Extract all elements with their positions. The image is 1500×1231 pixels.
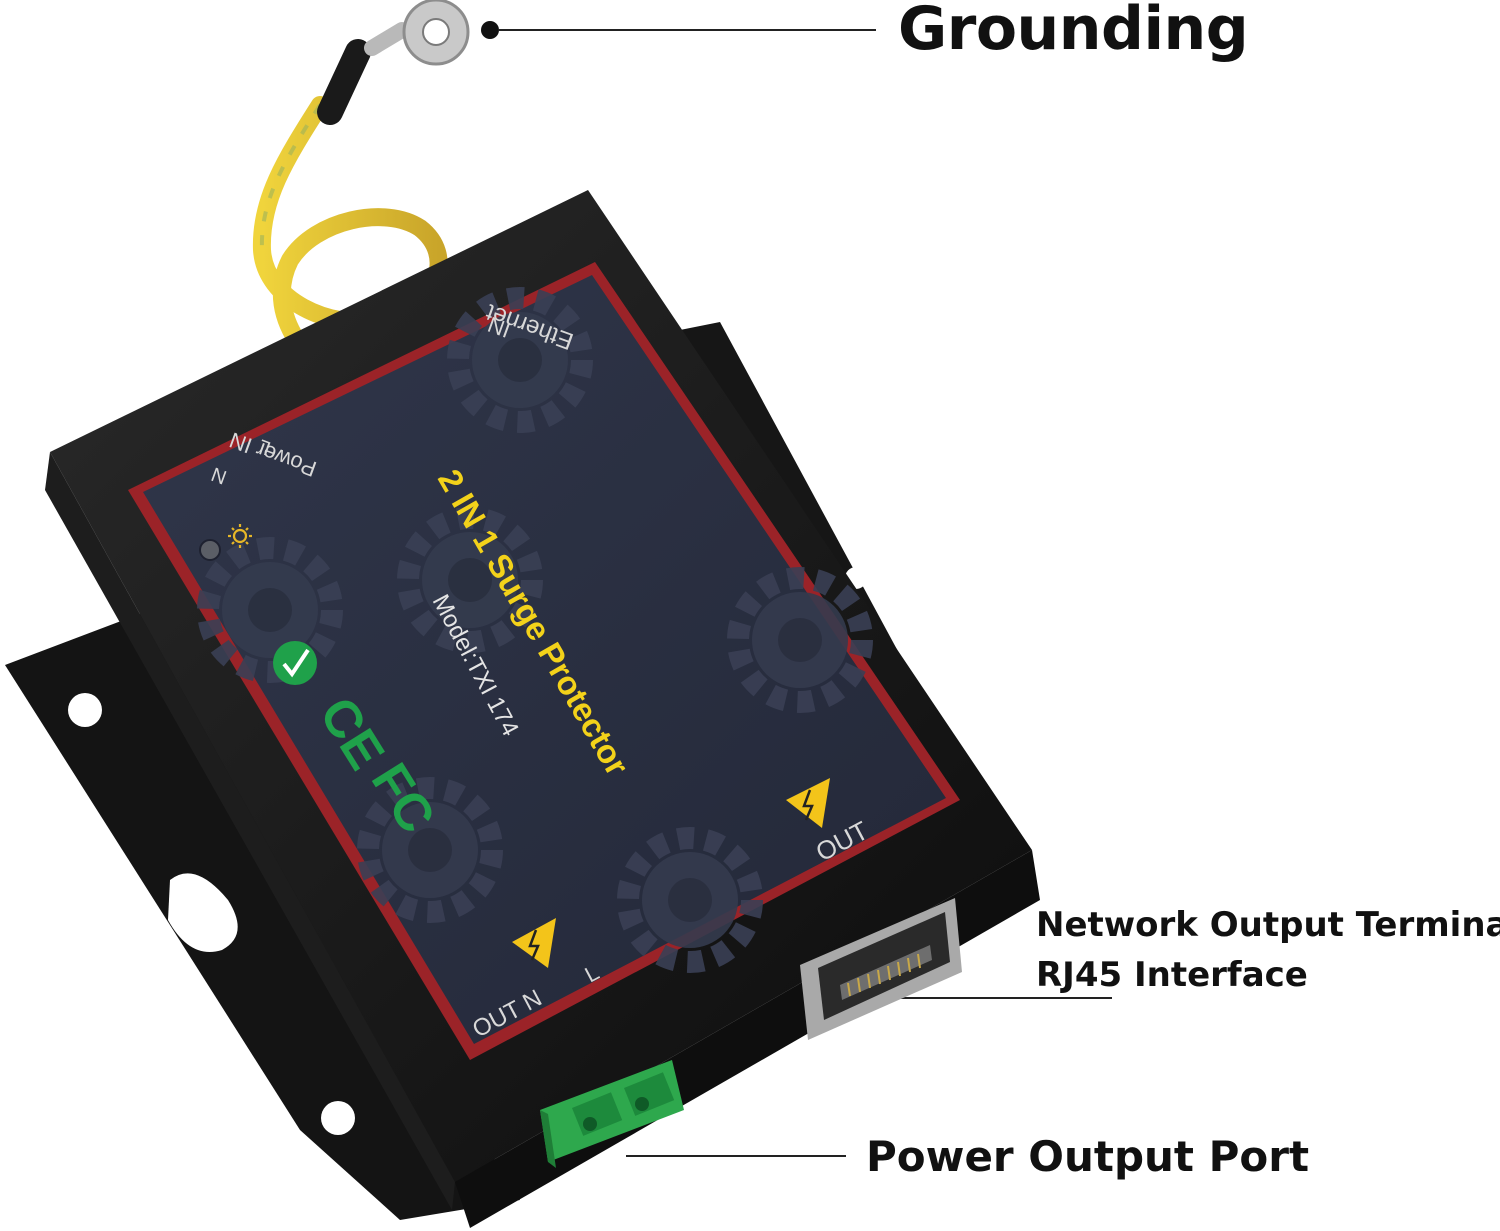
network-output-callout: Network Output Terminal RJ45 Interface [1036, 900, 1500, 1000]
rohs-leaf-icon [273, 641, 317, 685]
label-panel [128, 262, 960, 1060]
power-output-callout: Power Output Port [866, 1132, 1310, 1181]
led-indicator [199, 539, 221, 561]
network-callout-line2: RJ45 Interface [1036, 955, 1308, 995]
grounding-callout: Grounding [898, 0, 1249, 64]
warning-triangle-icon [786, 778, 830, 828]
power-n-label: N [209, 462, 230, 488]
terminal-block [540, 1060, 684, 1168]
sun-led-icon [228, 524, 252, 548]
network-callout-line1: Network Output Terminal [1036, 905, 1500, 945]
warning-triangle-icon [512, 918, 556, 968]
ring-lug-icon [364, 0, 470, 66]
grounding-leader [481, 21, 876, 39]
rj45-port [800, 898, 962, 1040]
